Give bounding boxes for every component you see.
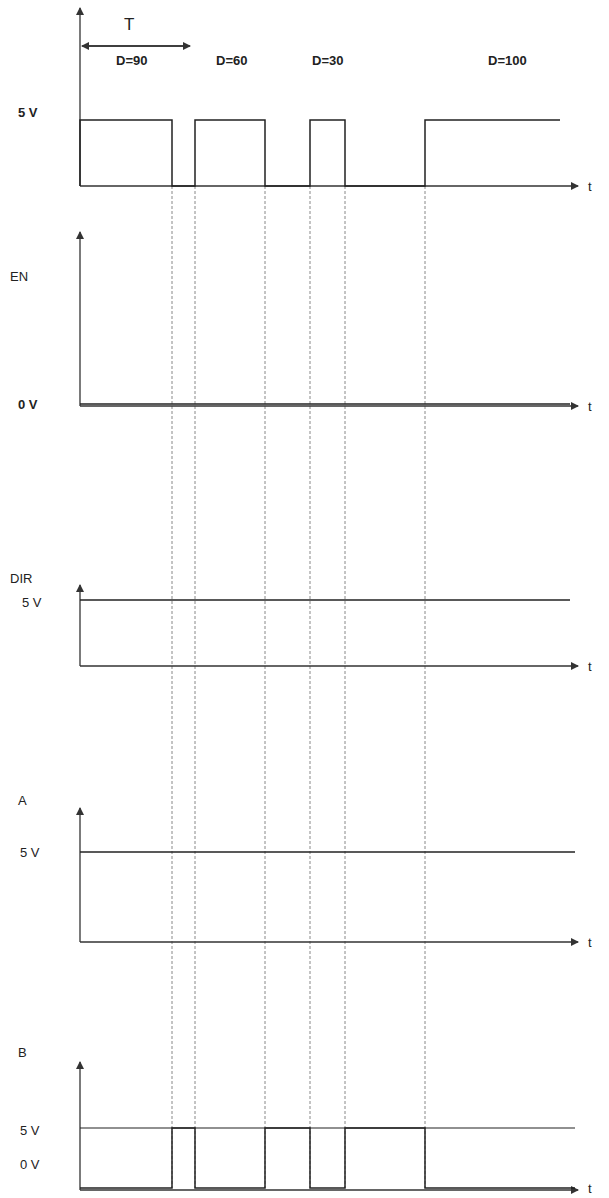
voltage-label: 5 V bbox=[18, 106, 38, 119]
axis-label: t bbox=[588, 1182, 592, 1195]
en-waveform bbox=[80, 403, 570, 405]
b-level-line bbox=[80, 1127, 575, 1128]
signal-name: A bbox=[18, 794, 27, 807]
a-waveform bbox=[80, 851, 575, 853]
voltage-label: 5 V bbox=[20, 1124, 40, 1137]
axis-label: t bbox=[588, 936, 592, 949]
axes bbox=[80, 8, 578, 1190]
b-waveform bbox=[80, 1128, 575, 1188]
signal-name: B bbox=[18, 1046, 27, 1059]
period-arrow bbox=[82, 45, 190, 46]
axis-label: t bbox=[588, 660, 592, 673]
duty-label: D=100 bbox=[488, 54, 527, 67]
pwm-waveform bbox=[80, 120, 560, 186]
voltage-label: 0 V bbox=[18, 398, 38, 411]
axis-label: t bbox=[588, 180, 592, 193]
duty-label: D=60 bbox=[216, 54, 247, 67]
voltage-label: 0 V bbox=[20, 1158, 40, 1171]
signal-name: DIR bbox=[10, 572, 32, 585]
voltage-label: 5 V bbox=[22, 596, 42, 609]
duty-label: D=90 bbox=[116, 54, 147, 67]
guide-lines bbox=[172, 186, 425, 1188]
axis-label: t bbox=[588, 400, 592, 413]
period-label: T bbox=[124, 16, 134, 33]
dir-waveform bbox=[80, 599, 570, 601]
duty-label: D=30 bbox=[312, 54, 343, 67]
voltage-label: 5 V bbox=[20, 846, 40, 859]
signal-name: EN bbox=[10, 270, 28, 283]
